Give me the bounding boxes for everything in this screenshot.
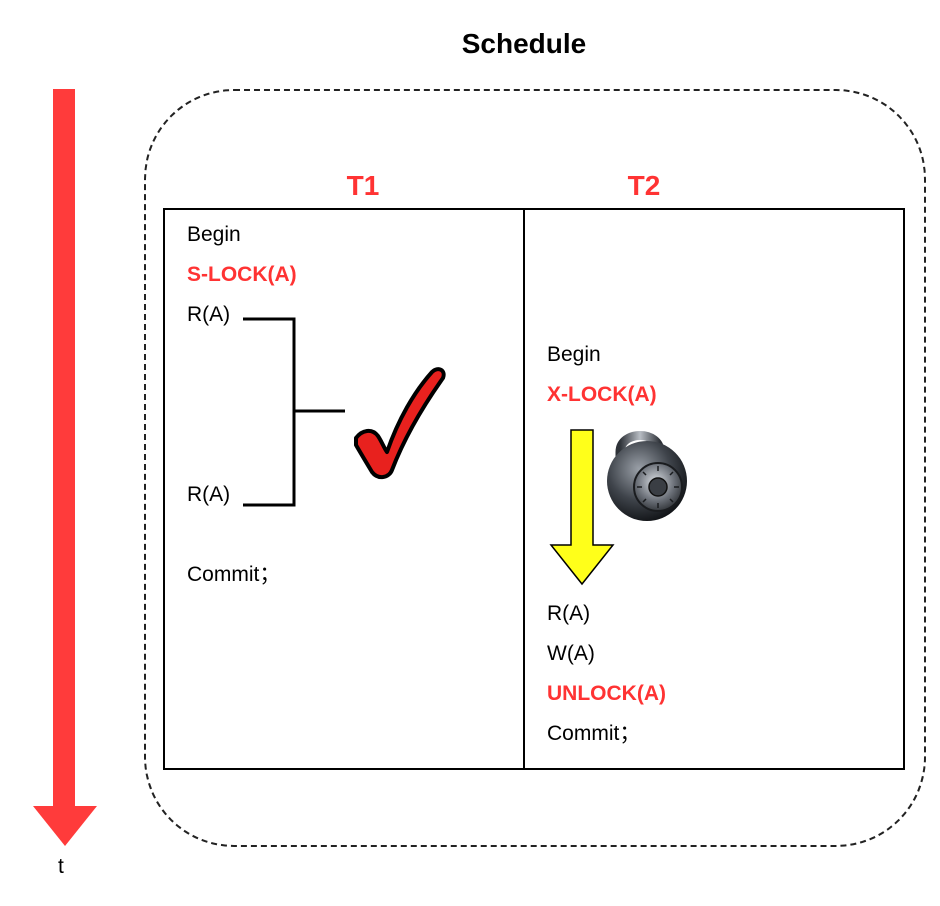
t2-op-xlock: X-LOCK(A) bbox=[547, 383, 657, 406]
checkmark-icon bbox=[354, 367, 446, 479]
t1-op-read-1: R(A) bbox=[187, 303, 231, 326]
time-arrow-icon bbox=[33, 89, 97, 846]
wait-arrow-icon bbox=[549, 429, 615, 586]
t2-op-unlock: UNLOCK(A) bbox=[547, 682, 666, 705]
t2-op-read: R(A) bbox=[547, 602, 591, 625]
diagram-title: Schedule bbox=[461, 28, 587, 59]
t1-op-read-2: R(A) bbox=[187, 483, 231, 506]
bracket-icon bbox=[243, 317, 345, 507]
t2-op-commit: Commit； bbox=[547, 722, 641, 745]
t2-op-write: W(A) bbox=[547, 642, 595, 665]
schedule-table bbox=[163, 208, 905, 770]
t1-op-slock: S-LOCK(A) bbox=[187, 263, 297, 286]
padlock-icon bbox=[607, 431, 687, 521]
t1-op-begin: Begin bbox=[187, 223, 241, 246]
time-axis-label: t bbox=[58, 855, 64, 878]
column-divider bbox=[523, 208, 525, 770]
t1-header: T1 bbox=[346, 170, 380, 201]
schedule-frame bbox=[144, 89, 926, 847]
t1-op-commit: Commit； bbox=[187, 563, 281, 586]
t2-op-begin: Begin bbox=[547, 343, 601, 366]
t2-header: T2 bbox=[627, 170, 661, 201]
